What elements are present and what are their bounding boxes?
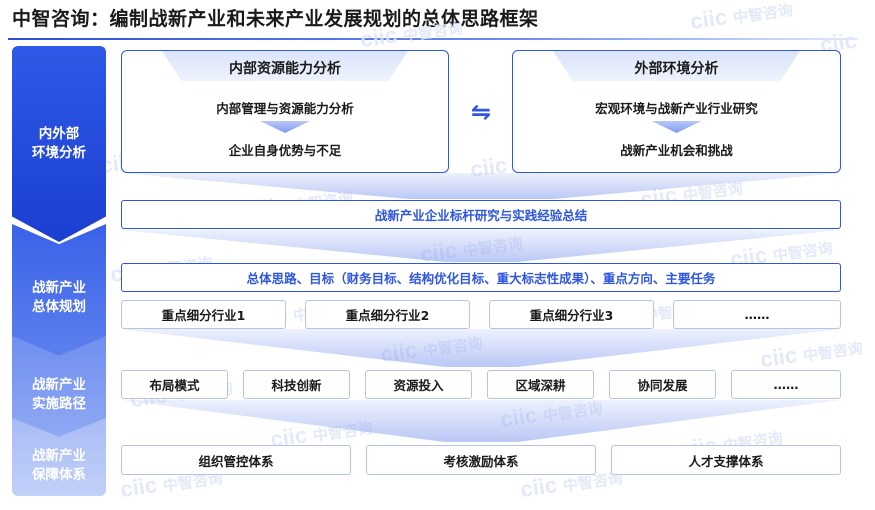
panel-title: 内部资源能力分析: [229, 61, 341, 77]
panel-header-band: [162, 51, 408, 81]
stage-column: 内外部 环境分析 战新产业 总体规划 战新产业 实施路径 战新产业 保障体系: [12, 46, 106, 496]
funnel-connector: [121, 173, 841, 199]
industry-cell: 重点细分行业1: [121, 300, 286, 329]
stage-overall-planning: 战新产业 总体规划: [12, 224, 106, 358]
path-cell: ……: [731, 370, 841, 399]
page-title: 中智咨询：编制战新产业和未来产业发展规划的总体思路框架: [12, 8, 539, 30]
benchmark-bar: 战新产业企业标杆研究与实践经验总结: [121, 200, 841, 229]
stage-label: 战新产业 实施路径: [32, 377, 86, 412]
panel-header-band: [553, 51, 800, 81]
internal-analysis-panel: 内部资源能力分析 内部管理与资源能力分析 企业自身优势与不足: [121, 50, 449, 173]
watermark: ciic 中智咨询: [688, 1, 794, 35]
external-analysis-panel: 外部环境分析 宏观环境与战新产业行业研究 战新产业机会和挑战: [512, 50, 841, 173]
overall-plan-bar: 总体思路、目标（财务目标、结构优化目标、重大标志性成果）、重点方向、主要任务: [121, 263, 841, 292]
watermark: ciic 中智咨询: [758, 339, 864, 373]
funnel-connector: [121, 230, 841, 262]
industry-cell: ……: [673, 300, 841, 329]
funnel-connector: [121, 400, 841, 442]
panel-line: 内部管理与资源能力分析: [216, 101, 354, 116]
down-arrow-icon: [651, 121, 702, 133]
title-underline: [8, 38, 858, 40]
panel-line: 战新产业机会和挑战: [620, 143, 733, 158]
funnel-connector: [121, 329, 841, 367]
path-cell: 资源投入: [365, 370, 472, 399]
guarantee-cell: 组织管控体系: [121, 445, 351, 475]
stage-label: 内外部 环境分析: [32, 126, 86, 161]
path-cell: 协同发展: [609, 370, 716, 399]
industry-cell: 重点细分行业2: [305, 300, 470, 329]
down-arrow-icon: [260, 121, 310, 133]
stage-label: 战新产业 保障体系: [32, 448, 86, 483]
industry-cell: 重点细分行业3: [489, 300, 654, 329]
stage-label: 战新产业 总体规划: [32, 280, 86, 315]
panel-line: 企业自身优势与不足: [228, 143, 342, 158]
panel-line: 宏观环境与战新产业行业研究: [595, 101, 758, 116]
stage-guarantee-system: 战新产业 保障体系: [12, 418, 106, 496]
bidirectional-arrows-icon: ⇋: [470, 98, 492, 126]
panel-title: 外部环境分析: [634, 61, 719, 77]
guarantee-cell: 考核激励体系: [366, 445, 596, 475]
guarantee-cell: 人才支撑体系: [611, 445, 841, 475]
path-cell: 科技创新: [243, 370, 350, 399]
path-cell: 布局模式: [121, 370, 228, 399]
path-cell: 区域深耕: [487, 370, 594, 399]
stage-environment-analysis: 内外部 环境分析: [12, 46, 106, 242]
